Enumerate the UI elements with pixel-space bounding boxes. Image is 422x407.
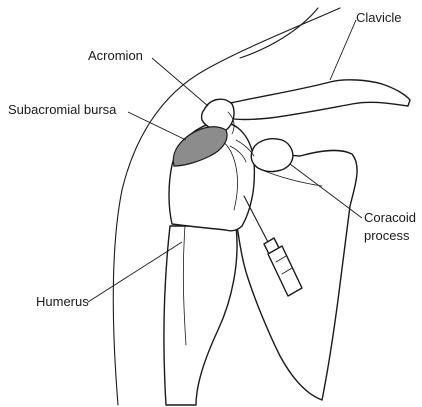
coracoid-process (251, 139, 293, 172)
clavicle-label: Clavicle (356, 10, 402, 25)
acromion-leader (152, 58, 208, 106)
clavicle-leader (330, 20, 356, 80)
neck-outline (240, 8, 318, 58)
subacromial-bursa-leader (128, 112, 186, 140)
humerus-label: Humerus (36, 294, 89, 309)
acromion-label: Acromion (88, 48, 143, 63)
clavicle (226, 80, 410, 120)
coracoid-process-label-line2: process (364, 228, 410, 243)
acromion (202, 99, 234, 130)
subacromial-bursa-label: Subacromial bursa (8, 102, 117, 117)
coracoid-process-label-line1: Coracoid (364, 210, 416, 225)
humerus-shaft (164, 226, 237, 405)
